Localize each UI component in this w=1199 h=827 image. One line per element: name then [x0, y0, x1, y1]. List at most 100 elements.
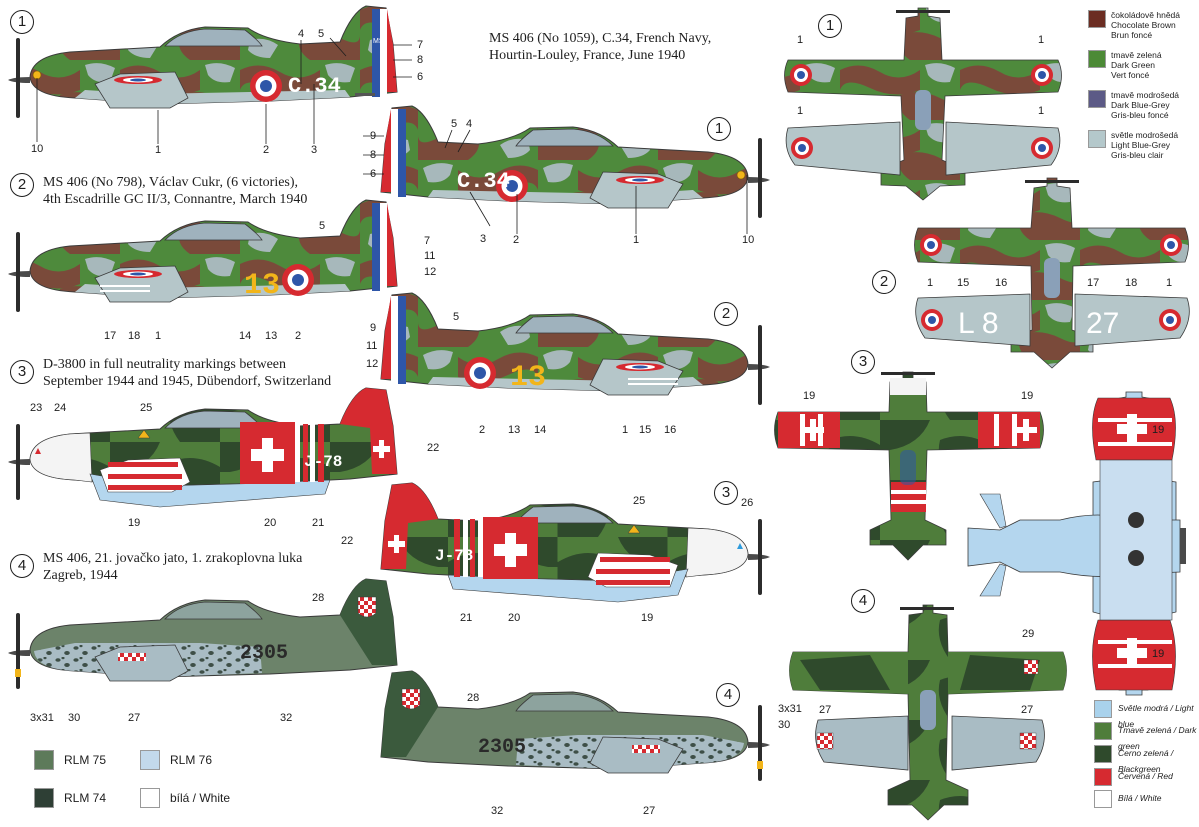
profile-s3-left [8, 387, 398, 508]
legend-sw-4: Bílá / White [1094, 790, 1161, 808]
ref-5-s1c: 5 [451, 118, 458, 130]
legend-cz: čokoládově hnědá [1111, 10, 1181, 20]
code-c34-s1-left: C.34 [288, 74, 341, 99]
caption-s2-sub: 4th Escadrille GC II/3, Connantre, March… [43, 192, 308, 207]
ref-15-plan: 15 [957, 277, 970, 289]
legend-sw-2: Černo zelená / Blackgreen [1094, 745, 1199, 777]
ref-27-plan-a: 27 [819, 704, 832, 716]
ref-21-s3: 21 [312, 517, 325, 529]
ref-2-s1c: 2 [513, 234, 520, 246]
profile-s1-left [8, 5, 398, 118]
ref-23-s3: 23 [30, 402, 43, 414]
ref-19-plan-b: 19 [1021, 390, 1034, 402]
ref-30-s4c: 30 [778, 719, 791, 731]
ref-25-s3: 25 [140, 402, 153, 414]
code-27-underside: 27 [1086, 307, 1119, 340]
ref-12-s2c: 12 [366, 358, 379, 370]
ref-1-plan-c: 1 [797, 105, 804, 117]
ref-19-plan-c: 19 [1152, 424, 1165, 436]
legend-label: Červená / Red [1118, 771, 1173, 781]
ref-6-s1: 6 [417, 71, 424, 83]
legend-swatch [1094, 768, 1112, 786]
ref-1-plan-d: 1 [1038, 105, 1045, 117]
caption-s4-title: MS 406, 21. jovačko jato, 1. zrakoplovna… [43, 551, 303, 566]
ref-11-s2: 11 [424, 250, 436, 262]
plan-s4-top [789, 604, 1067, 821]
ref-16-s2c: 16 [664, 424, 677, 436]
ref-1-plan-e: 1 [927, 277, 934, 289]
legend-fr: Brun foncé [1111, 30, 1153, 40]
ref-1-s2: 1 [155, 330, 162, 342]
ref-9-s2c: 9 [370, 322, 377, 334]
ref-5-s1: 5 [318, 28, 325, 40]
ref-1-s1c: 1 [633, 234, 640, 246]
caption-s3-sub: September 1944 and 1945, Dübendorf, Swit… [43, 374, 332, 389]
caption-s1-sub: Hourtin-Louley, France, June 1940 [489, 48, 686, 63]
callout-scheme-4-center: 4 [716, 683, 740, 707]
callout-scheme-4-left: 4 [10, 554, 34, 578]
code-c34-s1-center: C.34 [457, 169, 510, 194]
legend-swatch [1088, 90, 1106, 108]
code-13-s2-center: 13 [510, 361, 546, 395]
legend-label: Světle modrá / Light blue [1118, 703, 1194, 729]
callout-scheme-2-center: 2 [714, 302, 738, 326]
legend-swatch [34, 788, 54, 808]
ref-22-s3c: 22 [341, 535, 354, 547]
callout-scheme-2-right: 2 [872, 270, 896, 294]
legend-sw-1: Tmavě zelená / Dark green [1094, 722, 1199, 754]
legend-swatch [1094, 722, 1112, 740]
code-l8-underside: L 8 [958, 307, 999, 340]
ref-8-s1c: 8 [370, 149, 377, 161]
legend-swatch [140, 788, 160, 808]
ref-27-s4: 27 [128, 712, 141, 724]
caption-s2-title: MS 406 (No 798), Václav Cukr, (6 victori… [43, 175, 299, 190]
ref-3-s1: 3 [311, 144, 318, 156]
legend-rlm-2: RLM 74 [34, 788, 106, 808]
ref-28-s4c: 28 [467, 692, 480, 704]
ref-8-s1: 8 [417, 54, 424, 66]
plan-s1-top [784, 7, 1062, 201]
ref-2-s1: 2 [263, 144, 270, 156]
legend-swatch [34, 750, 54, 770]
plan-s3-top [774, 371, 1044, 561]
ref-10-s1c: 10 [742, 234, 755, 246]
plan-s4-underside [815, 715, 1045, 771]
legend-en: Chocolate Brown [1111, 20, 1176, 30]
plan-s1-underside [785, 121, 1061, 176]
legend-swatch [1088, 50, 1106, 68]
plan-s2-underside [915, 293, 1190, 347]
ref-26-s3c: 26 [741, 497, 754, 509]
ref-1-plan-a: 1 [797, 34, 804, 46]
profile-s2-left [8, 199, 398, 312]
legend-sw-0: Světle modrá / Light blue [1094, 700, 1199, 732]
code-13-s2-left: 13 [244, 269, 280, 303]
ref-20-s3c: 20 [508, 612, 521, 624]
profile-s3-center [380, 482, 770, 603]
legend-label: Černo zelená / Blackgreen [1118, 748, 1174, 774]
legend-label: Bílá / White [1118, 793, 1162, 803]
ref-20-s3: 20 [264, 517, 277, 529]
profile-s2-center [380, 292, 770, 405]
ref-5-s2c: 5 [453, 311, 460, 323]
callout-scheme-1-center: 1 [707, 117, 731, 141]
legend-rlm-0: RLM 75 [34, 750, 106, 770]
ref-27-s4c: 27 [643, 805, 656, 817]
ref-18-s2: 18 [128, 330, 141, 342]
callout-scheme-1-left: 1 [10, 10, 34, 34]
ref-15-s2c: 15 [639, 424, 652, 436]
ref-9-s1c: 9 [370, 130, 377, 142]
legend-en: Dark Blue-Grey [1111, 100, 1170, 110]
legend-fr: Gris-bleu foncé [1111, 110, 1169, 120]
legend-fr: Vert foncé [1111, 70, 1150, 80]
callout-scheme-3-center: 3 [714, 481, 738, 505]
legend-swatch [1088, 130, 1106, 148]
legend-fr: Gris-bleu clair [1111, 150, 1164, 160]
ref-24-s3: 24 [54, 402, 67, 414]
ref-11-s2c: 11 [366, 340, 378, 352]
ref-1-s2c: 1 [622, 424, 629, 436]
